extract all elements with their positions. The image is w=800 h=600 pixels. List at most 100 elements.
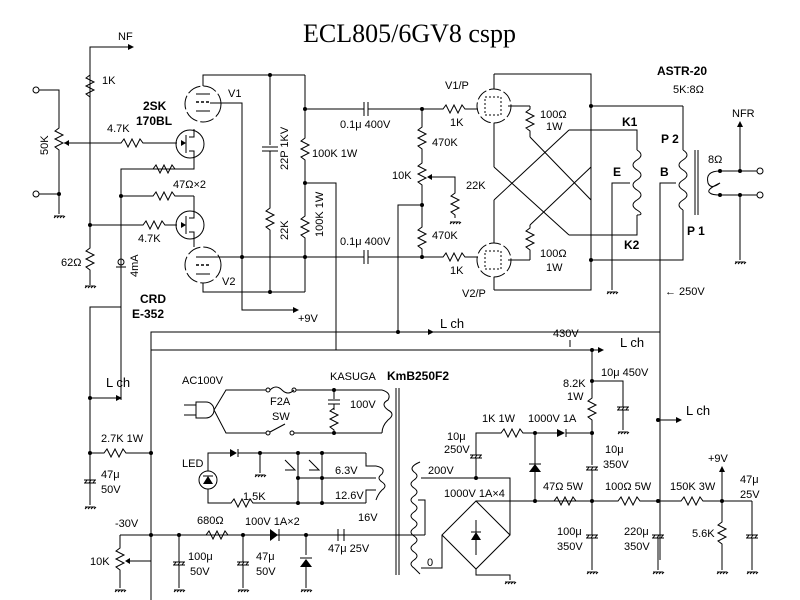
resistor-100k-bottom (300, 212, 310, 242)
r1k5-label: 1.5K (243, 491, 266, 503)
speaker-terminal-cold[interactable] (756, 191, 764, 199)
plus9v-input-label: +9V (298, 313, 319, 325)
r-47x2-label: 47Ω×2 (173, 179, 206, 191)
v1-label: V1 (228, 88, 241, 100)
r8k2-1: 8.2K (563, 378, 586, 390)
screen-r-bottom-2: 1W (546, 262, 563, 274)
c47-25-1: 47μ (740, 474, 759, 486)
r-4k7-top-label: 4.7K (107, 123, 130, 135)
cap-top-label: 0.1μ 400V (340, 119, 391, 131)
pt-primary (381, 389, 393, 434)
nf-label: NF (118, 31, 133, 43)
power-section: L ch 430V L ch 2.7K 1W 47μ 50V -30V 10K … (83, 328, 760, 600)
r-62-label: 62Ω (61, 257, 81, 269)
schematic-title: ECL805/6GV8 cspp (303, 19, 516, 48)
cathode-winding (632, 149, 642, 216)
grid-r-top-label: 1K (450, 117, 464, 129)
screen-r-top-2: 1W (546, 121, 563, 133)
lch-right-label: L ch (686, 403, 710, 418)
resistor-4k7-top (117, 138, 147, 148)
screen-r-top-1: 100Ω (540, 109, 567, 121)
r2k7-label: 2.7K 1W (101, 433, 144, 445)
fet-part-line2: 170BL (136, 114, 172, 128)
r680-label: 680Ω (197, 515, 224, 527)
resistor-1k-1w (497, 428, 527, 438)
c10-450-label: 10μ 450V (601, 367, 649, 379)
crd-part-line2: E-352 (132, 307, 164, 321)
v250-label: ← 250V (665, 286, 705, 298)
b-label: B (660, 165, 669, 179)
cap-100u-50v (172, 561, 186, 566)
r150k-label: 150K 3W (670, 481, 716, 493)
fuse-label: F2A (270, 396, 291, 408)
k1-label: K1 (622, 115, 638, 129)
r-1k-label: 1K (102, 75, 116, 87)
resistor-62 (85, 244, 95, 274)
resistor-470k-top (417, 123, 427, 153)
pentode-v1p (476, 88, 512, 124)
resistor-100k-top (300, 134, 310, 164)
input-section: 50K 4.7K NF 1K 62Ω 4.7K 2SK 170BL (32, 31, 319, 505)
pot-10k-neg-bias (115, 544, 125, 574)
bridge-rectifier (441, 500, 511, 570)
r470k-top-label: 470K (432, 137, 458, 149)
e-label: E (613, 165, 621, 179)
resistor-100-5w (614, 496, 644, 506)
transformer-model: ASTR-20 (657, 64, 707, 78)
transformer-ratio: 5K:8Ω (673, 84, 704, 96)
hv-winding (410, 461, 421, 575)
ac-plug (184, 401, 215, 419)
fet-bottom (175, 210, 205, 240)
cap-bottom-label: 0.1μ 400V (340, 236, 391, 248)
r22k-label: 22K (279, 220, 291, 240)
v63-label: 6.3V (335, 465, 358, 477)
pt-model: KmB250F2 (387, 369, 449, 383)
sw-label: SW (272, 411, 290, 423)
fuse (269, 386, 295, 394)
crd-symbol (117, 258, 125, 266)
driver-section: 22P 1KV 22K 100K 1W 100K 1W 0.1μ 400V 0.… (242, 73, 600, 351)
secondary-label: 8Ω (708, 154, 722, 166)
cap-220u-350v (651, 534, 665, 539)
resistor-5k6 (717, 518, 727, 548)
power-switch[interactable] (269, 423, 286, 433)
screen-resistor-top (525, 105, 535, 135)
p1-label: P 1 (687, 224, 705, 238)
bridge-label: 1000V 1A×4 (444, 488, 505, 500)
diode-100v-1 (270, 529, 278, 541)
output-section: V1/P 1K 1K V2/P 100Ω 1W 100Ω 1W (439, 64, 764, 560)
r100k-bottom-label: 100K 1W (314, 191, 326, 237)
volume-pot-50k[interactable] (54, 124, 64, 154)
r47-5w-label: 47Ω 5W (543, 481, 584, 493)
crd-part-line1: CRD (140, 292, 166, 306)
cap-47u-50v (236, 561, 250, 566)
diode-100v-2 (300, 559, 312, 567)
v126-label: 12.6V (335, 490, 364, 502)
lch-left-label: L ch (106, 375, 130, 390)
c100-350-1: 100μ (557, 526, 582, 538)
v2p-label: V2/P (462, 288, 486, 300)
c22p-label: 22P 1KV (279, 126, 291, 170)
r5k6-label: 5.6K (692, 528, 715, 540)
c10-250-1: 10μ (447, 431, 466, 443)
resistor-22k-cathode (265, 204, 275, 234)
input-terminal-cold[interactable] (32, 190, 40, 198)
input-terminal-hot[interactable] (32, 86, 40, 94)
ground-symbol (53, 215, 66, 219)
diode-1000v (557, 429, 565, 437)
kasuga-label: KASUGA (330, 371, 377, 383)
r100k-top-label: 100K 1W (312, 148, 358, 160)
pot-50k-label: 50K (39, 135, 51, 155)
grid-r-bottom-label: 1K (450, 265, 464, 277)
v430-label: 430V (553, 328, 579, 340)
c220-350-1: 220μ (624, 526, 649, 538)
v1p-label: V1/P (445, 80, 469, 92)
r-4k7-bottom-label: 4.7K (138, 233, 161, 245)
speaker-terminal-hot[interactable] (756, 167, 764, 175)
lch-label-driver: L ch (440, 316, 464, 331)
c10-350-1: 10μ (605, 444, 624, 456)
resistor-22k-bias (450, 189, 460, 219)
pentode-v2p (476, 242, 512, 278)
r8k2-2: 1W (567, 391, 584, 403)
